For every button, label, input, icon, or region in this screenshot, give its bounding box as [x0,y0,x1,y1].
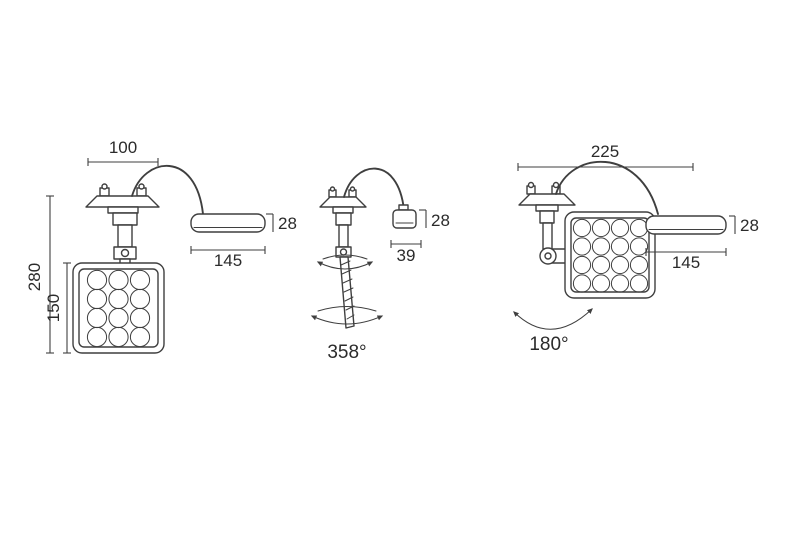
dim-label-wall-driver-length: 145 [672,253,700,272]
front-head-height-dimension: 150 [44,262,71,354]
wall-driver-length-dimension: 145 [645,248,727,272]
front-lens-array [86,269,151,348]
dim-label-side-driver-depth: 39 [397,246,416,265]
rotation-angle-label: 358° [327,342,366,363]
wall-driver [645,215,727,235]
front-head [72,262,165,354]
wall-tilt-view: 225 [513,142,759,355]
dim-label-front-top-width: 100 [109,138,137,157]
front-driver [190,213,266,233]
wall-top-width-dimension: 225 [517,142,694,171]
front-canopy [85,183,160,214]
side-rotation-arrows [310,254,384,325]
front-driver-length-dimension: 145 [190,246,266,270]
dim-label-front-total-height: 280 [25,263,44,291]
side-cable [343,167,405,211]
wall-cable [555,161,659,215]
front-total-height-dimension: 280 [25,195,54,354]
wall-canopy [518,181,576,212]
dim-label-front-driver-length: 145 [214,251,242,270]
side-head-edge [339,256,355,329]
wall-driver-height-dimension: 28 [729,215,759,235]
wall-lens-array [572,218,649,293]
dim-label-wall-top-width: 225 [591,142,619,161]
dim-label-wall-driver-height: 28 [740,216,759,235]
front-stem [112,212,138,265]
side-driver-height-dimension: 28 [419,209,450,230]
dim-label-front-head-height: 150 [44,294,63,322]
side-canopy [319,186,367,214]
side-stem [335,212,352,258]
front-driver-height-dimension: 28 [266,213,297,233]
side-driver-depth-dimension: 39 [390,240,422,265]
tilt-angle-label: 180° [529,334,568,355]
dim-label-front-driver-height: 28 [278,214,297,233]
wall-head [564,211,656,299]
wall-tilt-arc: 180° [513,308,593,355]
side-driver [392,204,417,229]
front-cable [131,164,204,215]
side-view: 28 39 358° [310,167,450,363]
front-view: 100 [25,138,297,354]
dim-label-side-driver-height: 28 [431,211,450,230]
front-top-width-dimension: 100 [87,138,159,166]
